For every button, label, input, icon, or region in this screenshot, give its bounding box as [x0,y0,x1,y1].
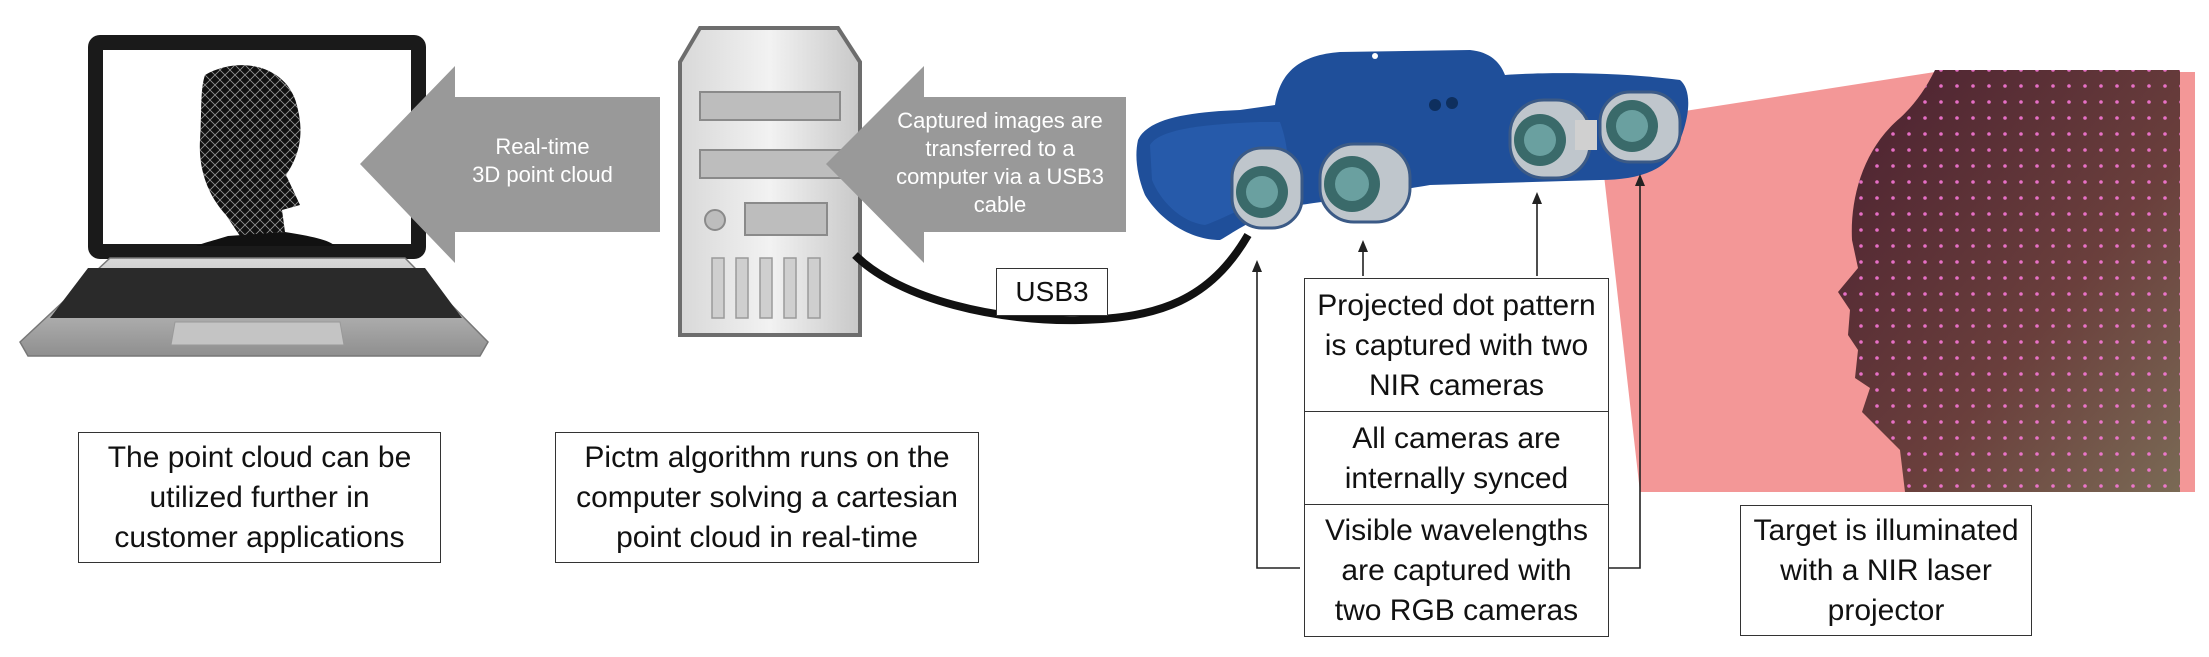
point-cloud-arrow-label: Real-time 3D point cloud [472,134,613,187]
stereo-camera-icon [1136,50,1689,240]
face-target-image [1838,70,2180,492]
sync-caption: All cameras are internally synced [1304,411,1609,506]
target-caption: Target is illuminated with a NIR laser p… [1740,505,2032,636]
computer-tower-icon [678,26,862,337]
point-cloud-head-icon [196,65,335,246]
point-cloud-arrow [360,66,660,263]
capture-transfer-arrow [826,66,1126,263]
laptop-caption: The point cloud can be utilized further … [78,432,441,563]
usb3-cable [852,232,1252,325]
laptop-icon [19,35,489,357]
usb3-label: USB3 [996,268,1108,316]
rgb-cameras-caption: Visible wavelengths are captured with tw… [1304,504,1609,637]
nir-cameras-caption: Projected dot pattern is captured with t… [1304,278,1609,413]
computer-caption: Pictm algorithm runs on the computer sol… [555,432,979,563]
pointer-lines [1256,182,1641,569]
capture-transfer-arrow-label: Captured images are transferred to a com… [896,108,1104,217]
pointer-arrowheads [1252,174,1645,272]
